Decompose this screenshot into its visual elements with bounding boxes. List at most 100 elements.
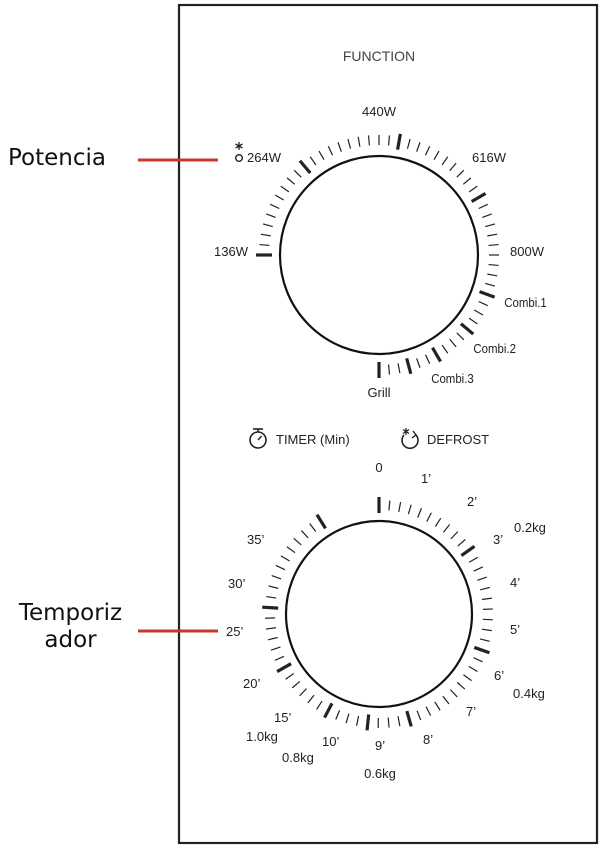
timer-dial-tick — [275, 564, 286, 571]
power-dial-tick — [347, 138, 352, 149]
timer-label-0: 0 — [375, 460, 382, 475]
timer-dial[interactable] — [262, 497, 493, 731]
timer-label: TIMER (Min) — [276, 432, 350, 447]
timer-dial-tick — [265, 627, 276, 630]
timer-callout-label: Temporiz ador — [8, 600, 133, 654]
defrost-label: DEFROST — [427, 432, 489, 447]
timer-label-30: 30’ — [228, 576, 245, 591]
timer-dial-tick — [482, 618, 493, 621]
timer-dial-tick — [285, 673, 295, 680]
timer-dial-tick — [387, 717, 390, 728]
power-dial-tick — [260, 233, 271, 237]
power-dial-tick — [441, 344, 449, 354]
timer-dial-tick — [473, 566, 484, 572]
power-dial-tick — [318, 150, 325, 161]
timer-dial-tick — [442, 695, 450, 705]
timer-dial-tick — [450, 531, 459, 540]
power-dial-tick — [470, 192, 487, 203]
power-knob[interactable] — [278, 154, 480, 356]
power-dial[interactable] — [256, 133, 499, 378]
timer-label-20: 20’ — [243, 676, 260, 691]
power-dial-tick — [487, 273, 498, 277]
power-dial-tick — [396, 133, 402, 150]
timer-dial-tick — [397, 716, 401, 727]
power-dial-tick — [309, 156, 317, 166]
timer-label-8: 8’ — [423, 732, 433, 747]
defrost-snowflake-arrow-icon — [401, 428, 419, 450]
timer-dial-tick — [426, 512, 432, 522]
timer-dial-tick — [456, 682, 466, 690]
power-dial-tick — [456, 169, 465, 178]
timer-dial-tick — [345, 713, 350, 724]
power-dial-tick — [280, 185, 290, 193]
timer-label-2: 2’ — [467, 494, 477, 509]
power-dial-tick — [433, 150, 440, 161]
power-dial-tick — [416, 358, 421, 368]
timer-dial-tick — [388, 500, 391, 511]
timer-dial-tick — [270, 646, 281, 651]
power-label-grill: Grill — [367, 385, 390, 400]
power-callout-label: Potencia — [8, 145, 106, 171]
power-dial-tick — [449, 338, 457, 348]
power-label-616w: 616W — [472, 150, 507, 165]
timer-dial-tick — [416, 710, 422, 721]
timer-dial-tick — [299, 688, 308, 697]
power-label-136w: 136W — [214, 244, 249, 259]
power-dial-tick — [488, 243, 499, 247]
timer-dial-tick — [460, 545, 476, 557]
timer-dial-tick — [481, 628, 492, 632]
timer-dial-tick — [449, 689, 458, 698]
timer-label-9: 9’ — [375, 738, 385, 753]
timer-dial-tick — [293, 537, 302, 546]
timer-dial-tick — [457, 539, 466, 547]
timer-dial-tick — [480, 586, 491, 591]
power-dial-tick — [387, 364, 391, 375]
timer-dial-tick — [286, 546, 296, 554]
weight-label-0-6kg: 0.6kg — [364, 766, 396, 781]
power-dial-tick — [357, 136, 361, 147]
power-dial-tick — [406, 138, 411, 149]
function-title: FUNCTION — [343, 48, 415, 64]
timer-dial-tick — [477, 576, 488, 581]
power-dial-tick — [478, 300, 489, 307]
power-dial-tick — [286, 177, 296, 185]
timer-dial-tick — [315, 513, 327, 530]
timer-dial-tick — [274, 655, 285, 661]
power-dial-tick — [449, 162, 457, 172]
power-dial-tick — [367, 135, 371, 146]
power-label-combi2: Combi.2 — [473, 341, 516, 356]
timer-dial-tick — [468, 556, 479, 563]
timer-dial-tick — [434, 517, 442, 527]
timer-label-5: 5’ — [510, 622, 520, 637]
power-label-800w: 800W — [510, 244, 545, 259]
power-dial-tick — [487, 233, 498, 237]
timer-dial-tick — [307, 694, 315, 704]
low-power-snowflake-icon — [235, 142, 243, 162]
timer-callout-line2: ador — [44, 627, 97, 654]
timer-dial-tick — [407, 504, 412, 515]
power-dial-tick — [327, 145, 334, 156]
timer-dial-tick — [405, 710, 413, 727]
power-dial-tick — [478, 290, 496, 299]
power-dial-tick — [424, 145, 431, 156]
timer-label-15: 15’ — [274, 710, 291, 725]
power-dial-tick — [424, 354, 431, 365]
power-dial-tick — [293, 169, 302, 178]
timer-label-25: 25’ — [226, 624, 243, 639]
timer-dial-tick — [262, 605, 279, 610]
power-dial-tick — [488, 263, 499, 267]
power-dial-tick — [459, 322, 475, 336]
timer-knob[interactable] — [284, 519, 474, 709]
power-dial-ticks — [256, 133, 499, 378]
timer-dial-tick — [268, 585, 279, 589]
timer-label-7: 7’ — [466, 704, 476, 719]
timer-dial-tick — [300, 530, 309, 539]
timer-dial-tick — [365, 714, 371, 731]
timer-callout-line1: Temporiz — [18, 600, 123, 626]
stopwatch-icon — [249, 428, 267, 449]
timer-dial-tick — [425, 706, 432, 716]
timer-dial-tick — [481, 597, 492, 601]
power-dial-tick — [298, 159, 312, 175]
timer-dial-tick — [323, 702, 334, 719]
